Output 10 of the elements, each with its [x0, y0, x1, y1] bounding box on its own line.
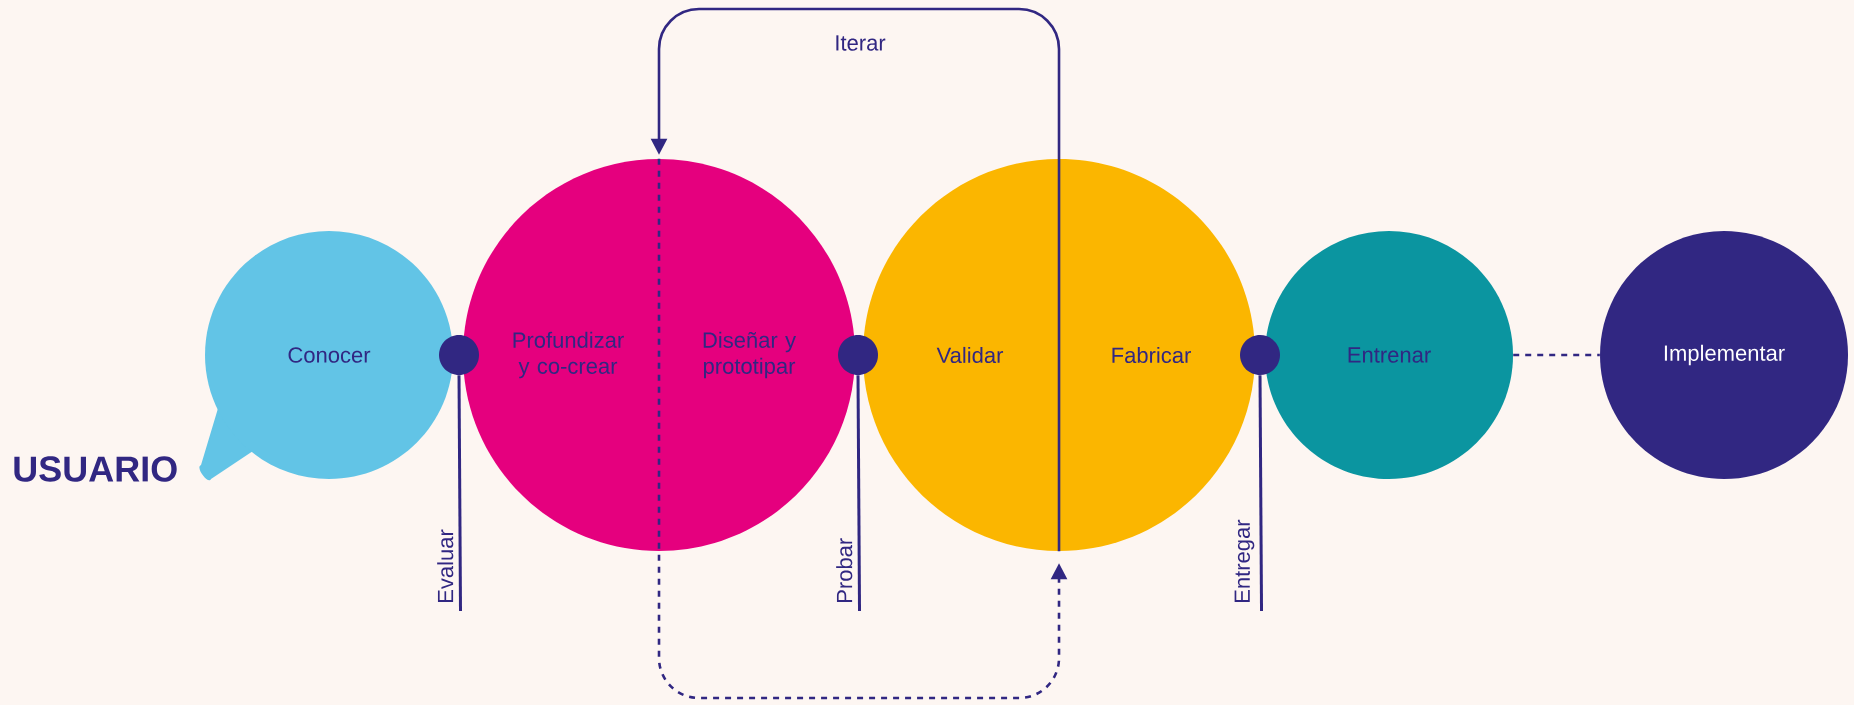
edge-label: Iterar	[832, 33, 888, 53]
milestone-label: Evaluar	[437, 529, 454, 602]
milestone-line	[457, 375, 462, 611]
milestone-dot	[838, 335, 878, 375]
milestone-line	[856, 375, 861, 611]
milestone-dot	[439, 335, 479, 375]
user-label: USUARIO	[14, 456, 177, 482]
speech-bubble: Conocer	[199, 231, 453, 481]
milestone-dot	[1240, 335, 1280, 375]
milestone-line	[1258, 375, 1263, 611]
